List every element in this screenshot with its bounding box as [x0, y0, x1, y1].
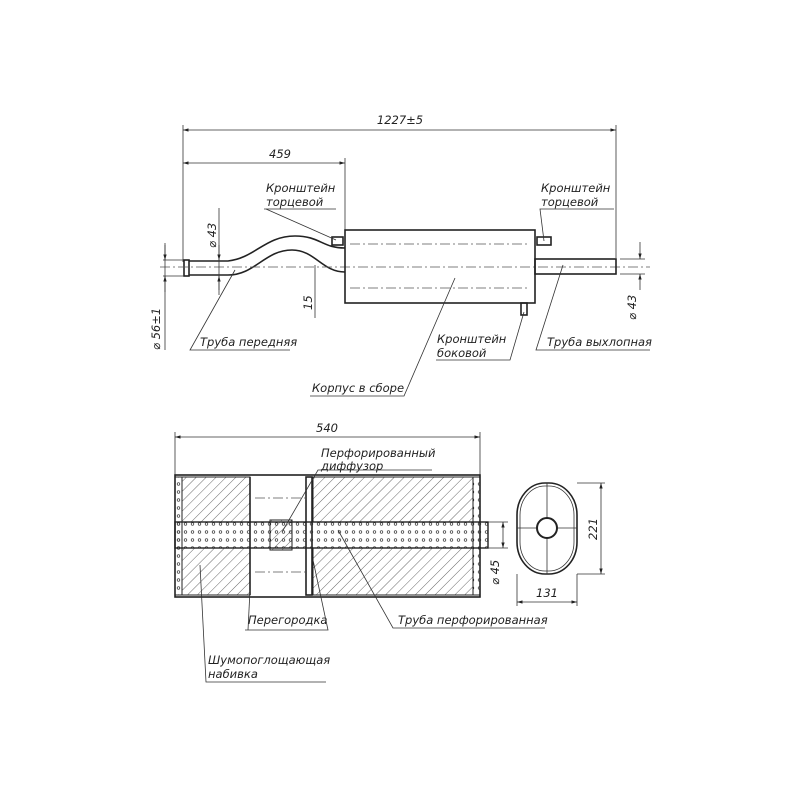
label-front-pipe: Труба передняя: [200, 335, 297, 349]
bracket-end-right: [536, 236, 552, 246]
label-bracket-end-left-2: торцевой: [266, 195, 324, 209]
dim-d43-rear: ⌀ 43: [625, 295, 639, 320]
label-bracket-side: Кронштейн: [437, 332, 507, 346]
bracket-end-left: [331, 236, 344, 246]
label-partition: Перегородка: [248, 613, 327, 627]
dim-d45: ⌀ 45: [488, 560, 502, 585]
exhaust-pipe: [534, 258, 617, 275]
dim-total: 1227±5: [377, 113, 423, 127]
dim-15: 15: [301, 295, 315, 310]
label-diffuser-2: диффузор: [320, 459, 383, 473]
top-view: 1227±5 459 ⌀ 43 ⌀ 56±1 15: [149, 113, 652, 397]
label-packing: Шумопоглощающая: [208, 653, 330, 667]
end-view: [516, 482, 578, 575]
dim-height: 221: [586, 518, 600, 540]
label-packing-2: набивка: [208, 667, 258, 681]
label-exhaust-pipe: Труба выхлопная: [547, 335, 652, 349]
dim-d43-front: ⌀ 43: [205, 223, 219, 248]
section-view: 540 221 131: [174, 421, 605, 683]
perforated-pipe: [174, 521, 489, 549]
label-bracket-end-right-2: торцевой: [541, 195, 599, 209]
muffler-body: [344, 229, 536, 304]
dim-width: 131: [536, 586, 558, 600]
label-bracket-side-2: боковой: [437, 346, 487, 360]
bracket-side: [520, 302, 528, 316]
label-bracket-end-right: Кронштейн: [541, 181, 611, 195]
dim-d56: ⌀ 56±1: [149, 308, 163, 350]
perforated-diffuser: [269, 519, 293, 551]
dim-length: 540: [316, 421, 338, 435]
label-perforated-pipe: Труба перфорированная: [398, 613, 548, 627]
label-bracket-end-left: Кронштейн: [266, 181, 336, 195]
label-diffuser: Перфорированный: [321, 446, 436, 460]
label-body-assembly: Корпус в сборе: [312, 381, 404, 395]
dim-front: 459: [269, 147, 291, 161]
